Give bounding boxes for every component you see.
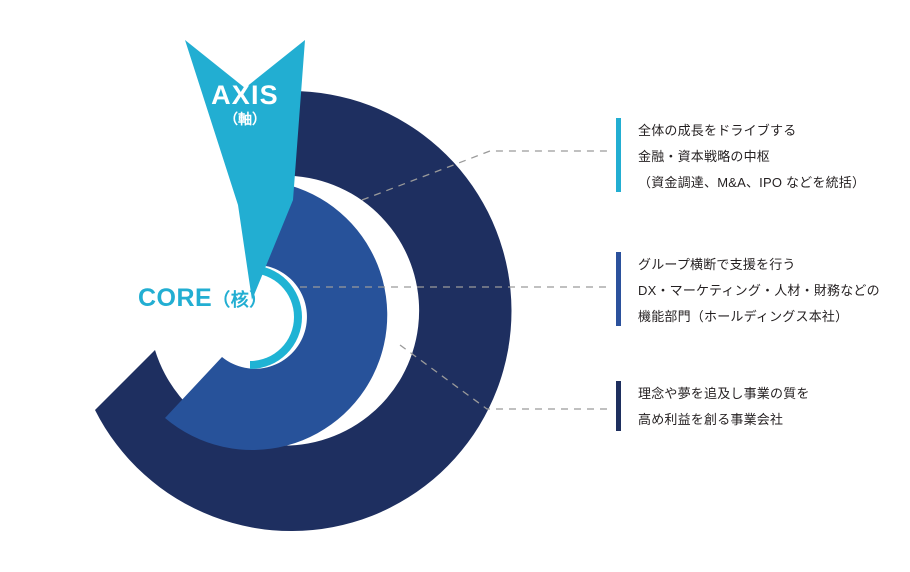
axis-label-main: AXIS: [211, 80, 279, 110]
callout-operating-company: 理念や夢を追及し事業の質を 高め利益を創る事業会社: [616, 381, 810, 433]
callout-axis: 全体の成長をドライブする 金融・資本戦略の中枢 （資金調達、M&A、IPO など…: [616, 118, 865, 196]
callout-line: DX・マーケティング・人材・財務などの: [638, 283, 880, 298]
callout-line: グループ横断で支援を行う: [638, 257, 796, 272]
callout-line: 高め利益を創る事業会社: [638, 412, 784, 427]
callout-line: 理念や夢を追及し事業の質を: [638, 386, 810, 401]
callout-line: 機能部門（ホールディングス本社）: [638, 309, 849, 324]
connector-line-3: [399, 344, 612, 410]
core-label-main: CORE: [138, 284, 213, 312]
axis-label: AXIS （軸）: [197, 81, 293, 130]
callout-accent-bar: [616, 252, 621, 326]
core-label: CORE（核）: [138, 284, 268, 313]
callout-text: 全体の成長をドライブする 金融・資本戦略の中枢 （資金調達、M&A、IPO など…: [621, 118, 865, 196]
callout-line: 全体の成長をドライブする: [638, 123, 797, 138]
connector-line-1: [361, 150, 612, 201]
axis-label-paren: （軸）: [224, 111, 266, 128]
center-hole: [206, 273, 294, 361]
callout-line: （資金調達、M&A、IPO などを統括）: [638, 175, 866, 190]
callout-accent-bar: [616, 118, 621, 192]
axis-arrow: [185, 40, 305, 300]
callout-line: 金融・資本戦略の中枢: [638, 149, 771, 164]
callout-text: 理念や夢を追及し事業の質を 高め利益を創る事業会社: [621, 381, 810, 433]
middle-ring-arc: [165, 179, 388, 450]
callout-accent-bar: [616, 381, 621, 431]
core-label-paren: （核）: [212, 290, 268, 310]
callout-core: グループ横断で支援を行う DX・マーケティング・人材・財務などの 機能部門（ホー…: [616, 252, 880, 330]
callout-text: グループ横断で支援を行う DX・マーケティング・人材・財務などの 機能部門（ホー…: [621, 252, 880, 330]
